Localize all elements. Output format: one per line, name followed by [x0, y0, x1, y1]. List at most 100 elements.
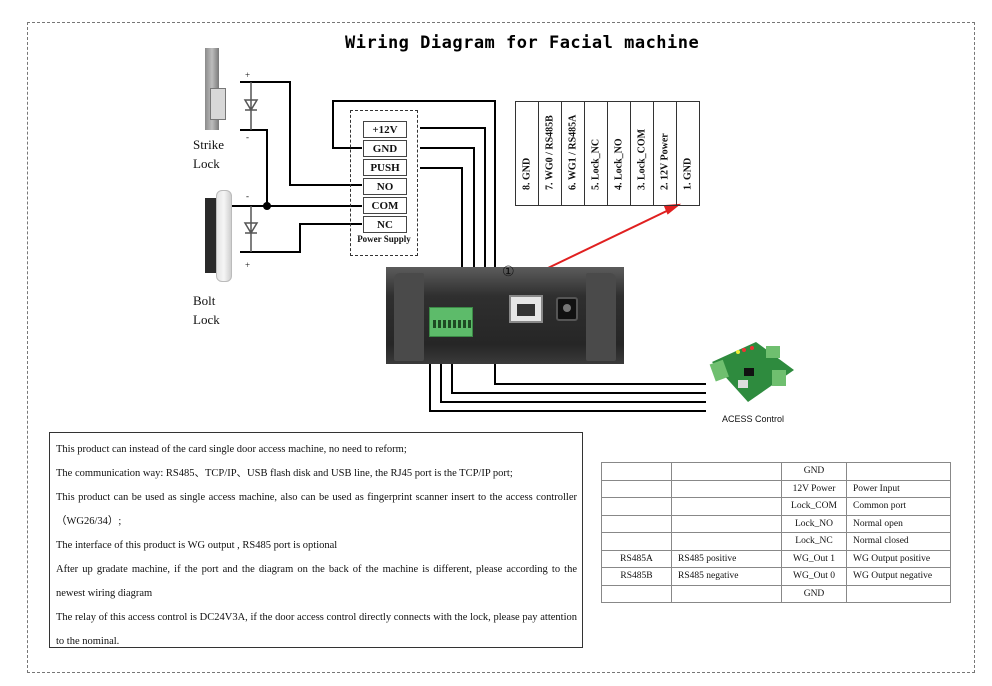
pin-table-cell: Power Input	[846, 479, 951, 498]
diagram-title: Wiring Diagram for Facial machine	[345, 33, 700, 53]
terminal-push: PUSH	[363, 159, 407, 176]
pin-table-cell: RS485 positive	[671, 549, 782, 568]
pin-table-cell	[601, 532, 672, 551]
strike-lock-label-2: Lock	[193, 156, 220, 171]
pin-table-cell	[846, 462, 951, 481]
pin-col-8: 8. GND	[516, 102, 539, 205]
pin-col-1: 1. GND	[677, 102, 700, 205]
pin-table-cell: 12V Power	[781, 479, 847, 498]
pin-table-cell	[601, 462, 672, 481]
terminal-com: COM	[363, 197, 407, 214]
power-supply: +12V GND PUSH NO COM NC Power Supply	[350, 110, 418, 256]
pin-table-cell: Lock_COM	[781, 497, 847, 516]
terminal-gnd: GND	[363, 140, 407, 157]
pin-table-cell: RS485 negative	[671, 567, 782, 586]
wire-gnd-loop	[332, 100, 496, 290]
pin-col-4: 4. Lock_NO	[608, 102, 631, 205]
pin-table-cell	[671, 497, 782, 516]
pin-table-cell	[671, 514, 782, 533]
pin-table-cell: RS485A	[601, 549, 672, 568]
pin-col-5: 5. Lock_NC	[585, 102, 608, 205]
pin-col-2: 2. 12V Power	[654, 102, 677, 205]
pin-table-cell	[601, 497, 672, 516]
bolt-lock-label: Bolt Lock	[193, 291, 220, 329]
note-6: The relay of this access control is DC24…	[56, 612, 577, 647]
pin-table-cell: Lock_NC	[781, 532, 847, 551]
terminal-block-8pin	[429, 307, 473, 337]
pin-table-cell	[671, 532, 782, 551]
bolt-plus-sign: +	[245, 260, 251, 270]
note-5: After up gradate machine, if the port an…	[56, 564, 577, 599]
pin-table-cell: Normal closed	[846, 532, 951, 551]
diode-strike	[243, 82, 259, 130]
pin-col-6: 6. WG1 / RS485A	[562, 102, 585, 205]
notes-box: This product can instead of the card sin…	[49, 432, 583, 648]
pin-col-7: 7. WG0 / RS485B	[539, 102, 562, 205]
terminal-nc: NC	[363, 216, 407, 233]
junction-dot	[263, 202, 271, 210]
pin-table-cell	[671, 479, 782, 498]
pin-header-table: 8. GND 7. WG0 / RS485B 6. WG1 / RS485A 5…	[515, 101, 700, 206]
dc-power-jack	[556, 297, 578, 321]
wire-12v	[420, 127, 486, 290]
note-3: This product can be used as single acces…	[56, 492, 577, 527]
access-control-board-image	[709, 342, 794, 402]
facial-machine-back-photo	[386, 267, 624, 364]
bolt-lock-plate	[216, 190, 232, 282]
pin-table-cell	[846, 584, 951, 603]
pin-table-cell: Common port	[846, 497, 951, 516]
pin-table-cell: Lock_NO	[781, 514, 847, 533]
bolt-minus-sign: -	[246, 191, 249, 201]
wire-bolt-plus	[240, 223, 362, 253]
pin-table-cell: GND	[781, 462, 847, 481]
power-supply-label: Power Supply	[357, 234, 411, 244]
pin-table-cell: WG Output positive	[846, 549, 951, 568]
bolt-lock-label-1: Bolt	[193, 293, 216, 308]
note-2: The communication way: RS485、TCP/IP、USB …	[56, 468, 513, 479]
pin-table-cell: RS485B	[601, 567, 672, 586]
wire-gnd	[420, 147, 475, 290]
pin-table-cell	[601, 514, 672, 533]
device-wing-right	[586, 273, 616, 361]
pin-table-row: GND	[601, 462, 951, 481]
pin-col-3: 3. Lock_COM	[631, 102, 654, 205]
device-wing-left	[394, 273, 424, 361]
pin-arrow-head-end	[663, 203, 682, 215]
pin-table-cell	[671, 462, 782, 481]
note-1: This product can instead of the card sin…	[56, 444, 407, 455]
terminal-12v: +12V	[363, 121, 407, 138]
bolt-lock-image	[205, 198, 217, 273]
bolt-lock-label-2: Lock	[193, 312, 220, 327]
pin-table-cell: GND	[781, 584, 847, 603]
pin-table-cell: Normal open	[846, 514, 951, 533]
strike-lock-label-1: Strike	[193, 137, 225, 152]
wire-strike-plus	[240, 81, 362, 186]
strike-lock-label: Strike Lock	[193, 135, 224, 173]
note-4: The interface of this product is WG outp…	[56, 540, 338, 551]
pin-table-cell	[671, 584, 782, 603]
pin-table-cell	[601, 584, 672, 603]
pin-1-marker: ①	[502, 265, 515, 280]
rj45-port	[509, 295, 543, 323]
strike-plus-sign: +	[245, 70, 251, 80]
access-control-label: ACESS Control	[722, 414, 785, 424]
strike-minus-sign: -	[246, 132, 249, 142]
diode-bolt	[243, 206, 259, 252]
pin-table-cell: WG_Out 1	[781, 549, 847, 568]
terminal-no: NO	[363, 178, 407, 195]
pin-table-cell: WG Output negative	[846, 567, 951, 586]
pin-table-row: GND	[601, 584, 951, 603]
pin-table-cell	[601, 479, 672, 498]
strike-lock-plate	[210, 88, 226, 120]
diagram-frame	[27, 22, 975, 673]
wire-push	[420, 167, 463, 290]
wire-strike-minus	[240, 129, 268, 206]
pin-table-cell: WG_Out 0	[781, 567, 847, 586]
